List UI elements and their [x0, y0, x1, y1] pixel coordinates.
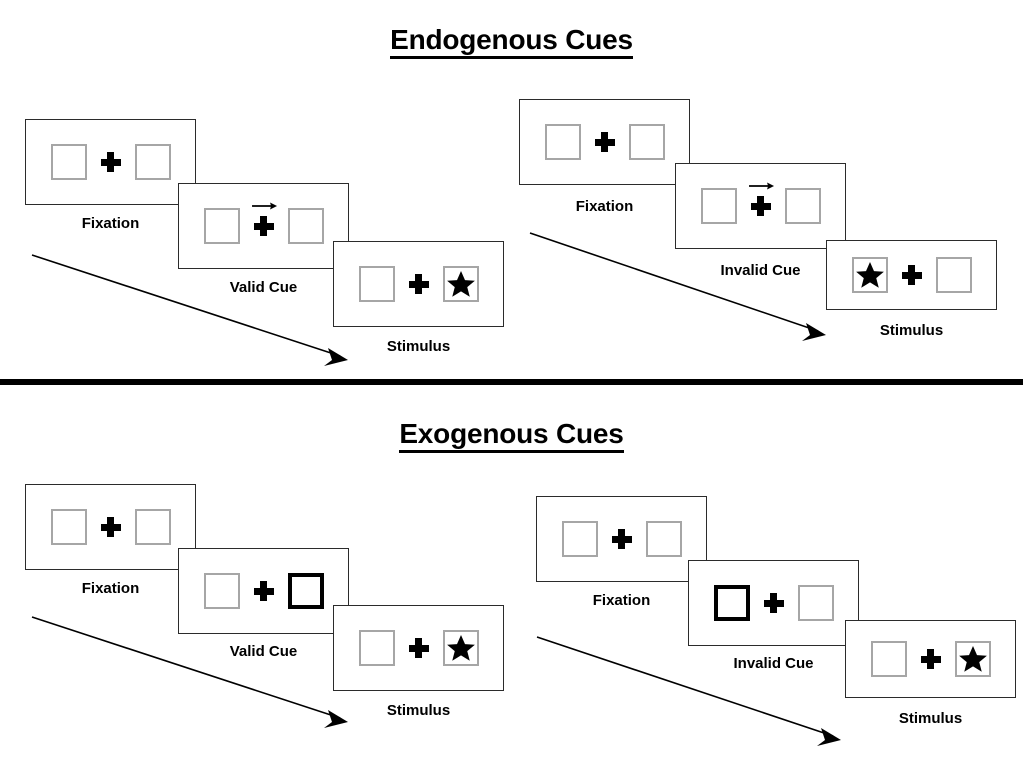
left-box [203, 208, 240, 244]
exogenous-valid-caption-cue: Valid Cue [229, 643, 298, 660]
exogenous-valid-time-arrow [31, 616, 348, 728]
left-box [561, 521, 598, 557]
fixation-cross-icon [251, 202, 277, 236]
left-box [358, 630, 395, 666]
star-icon [958, 646, 987, 672]
fixation-cross-icon [763, 593, 784, 613]
exogenous-invalid-frame-stimulus [845, 620, 1016, 698]
fixation-cross-icon [611, 529, 632, 549]
endogenous-invalid-frame-fixation [519, 99, 690, 185]
star-icon [855, 262, 884, 288]
section-divider [0, 379, 1023, 385]
fixation-cross-icon [594, 132, 615, 152]
endogenous-invalid-caption-fixation: Fixation [575, 198, 634, 215]
star-icon [446, 635, 475, 661]
endogenous-valid-frame-stimulus [333, 241, 504, 327]
exogenous-valid-caption-fixation: Fixation [81, 580, 140, 597]
endogenous-valid-frame-cue [178, 183, 349, 269]
exogenous-invalid-caption-stimulus: Stimulus [898, 710, 963, 727]
exogenous-invalid-caption-cue: Invalid Cue [733, 655, 814, 672]
left-box-target [851, 257, 888, 293]
fixation-cross-icon [748, 182, 774, 216]
star-icon [446, 271, 475, 297]
endogenous-valid-time-arrow [31, 254, 348, 366]
fixation-cross-icon [100, 152, 121, 172]
right-box-target [442, 266, 479, 302]
left-box [358, 266, 395, 302]
left-box [203, 573, 240, 609]
right-box [935, 257, 972, 293]
exogenous-valid-frame-stimulus [333, 605, 504, 691]
exogenous-invalid-caption-fixation: Fixation [592, 592, 651, 609]
left-box [50, 509, 87, 545]
section-title-endogenous: Endogenous Cues [0, 24, 1023, 59]
right-box [134, 509, 171, 545]
endogenous-valid-caption-fixation: Fixation [81, 215, 140, 232]
endogenous-invalid-caption-stimulus: Stimulus [879, 322, 944, 339]
right-box-target [954, 641, 991, 677]
left-box [870, 641, 907, 677]
endogenous-invalid-frame-cue [675, 163, 846, 249]
exogenous-invalid-frame-cue [688, 560, 859, 646]
endogenous-invalid-frame-stimulus [826, 240, 997, 310]
fixation-cross-icon [408, 274, 429, 294]
left-box [544, 124, 581, 160]
endogenous-invalid-caption-cue: Invalid Cue [720, 262, 801, 279]
right-box [134, 144, 171, 180]
left-box-cued [713, 585, 750, 621]
cue-arrow-icon [748, 182, 774, 190]
exogenous-valid-frame-cue [178, 548, 349, 634]
section-title-endogenous-text: Endogenous Cues [390, 24, 633, 59]
endogenous-invalid-time-arrow [529, 232, 826, 341]
left-box [700, 188, 737, 224]
cue-arrow-icon [251, 202, 277, 210]
endogenous-valid-caption-stimulus: Stimulus [386, 338, 451, 355]
right-box-cued [287, 573, 324, 609]
exogenous-valid-caption-stimulus: Stimulus [386, 702, 451, 719]
fixation-cross-icon [408, 638, 429, 658]
exogenous-invalid-frame-fixation [536, 496, 707, 582]
right-box-target [442, 630, 479, 666]
fixation-cross-icon [253, 581, 274, 601]
right-box [797, 585, 834, 621]
exogenous-invalid-time-arrow [536, 636, 841, 746]
right-box [628, 124, 665, 160]
right-box [784, 188, 821, 224]
right-box [287, 208, 324, 244]
fixation-cross-icon [920, 649, 941, 669]
section-title-exogenous-text: Exogenous Cues [399, 418, 624, 453]
endogenous-valid-frame-fixation [25, 119, 196, 205]
left-box [50, 144, 87, 180]
fixation-cross-icon [100, 517, 121, 537]
section-title-exogenous: Exogenous Cues [0, 418, 1023, 453]
fixation-cross-icon [901, 265, 922, 285]
endogenous-valid-caption-cue: Valid Cue [229, 279, 298, 296]
right-box [645, 521, 682, 557]
exogenous-valid-frame-fixation [25, 484, 196, 570]
